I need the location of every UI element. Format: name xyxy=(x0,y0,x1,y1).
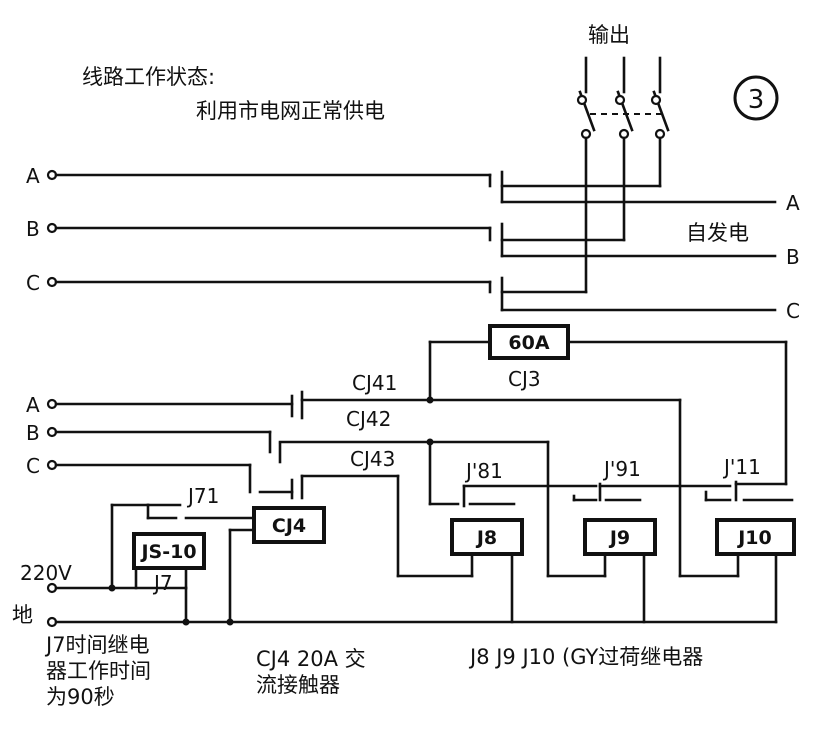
lower-lines xyxy=(46,390,740,578)
overload-contacts xyxy=(428,480,794,508)
figure-number-circle xyxy=(733,75,779,121)
supply-buses xyxy=(46,548,778,628)
supply-label: 220V xyxy=(20,561,72,585)
lower-phase-b: B xyxy=(26,421,40,445)
cj3-label: CJ3 xyxy=(508,367,541,391)
mains-phase-c: C xyxy=(26,271,40,295)
mains-lines xyxy=(46,169,777,312)
output-switch xyxy=(576,56,670,294)
j7-note-line3: 为90秒 xyxy=(46,685,115,709)
figure-number: 3 xyxy=(748,85,765,115)
cj41-label: CJ41 xyxy=(352,371,397,395)
js10-timer-box xyxy=(132,532,206,570)
cj3-coil-box xyxy=(488,324,570,360)
cj4-note-line1: CJ4 20A 交 xyxy=(256,647,366,671)
j9-relay-box xyxy=(583,518,657,556)
j81-label: J'81 xyxy=(464,459,503,483)
mains-phase-b: B xyxy=(26,217,40,241)
mains-phase-a: A xyxy=(26,164,40,188)
j10-box-label: J10 xyxy=(736,527,772,549)
j8-relay-box xyxy=(450,518,524,556)
gen-phase-a: A xyxy=(786,191,800,215)
js10-box-label: JS-10 xyxy=(139,541,196,563)
j7-label: J7 xyxy=(152,571,173,595)
j11-label: J'11 xyxy=(722,455,761,479)
cj3-circuit xyxy=(426,340,788,486)
relay-note: J8 J9 J10 (GY过荷继电器 xyxy=(468,645,703,669)
cj4-note-line2: 流接触器 xyxy=(256,673,340,697)
cj4-box-label: CJ4 xyxy=(272,515,306,537)
cj3-box-label: 60A xyxy=(508,332,549,354)
cj43-label: CJ43 xyxy=(350,447,395,471)
j91-label: J'91 xyxy=(602,457,641,481)
gen-phase-c: C xyxy=(786,299,800,323)
j7-note-line2: 器工作时间 xyxy=(46,659,151,683)
j71-label: J71 xyxy=(186,484,219,508)
cj4-coil-box xyxy=(252,506,326,544)
self-gen-label: 自发电 xyxy=(686,221,749,245)
lower-phase-a: A xyxy=(26,393,40,417)
j9-box-label: J9 xyxy=(608,527,630,549)
cj42-label: CJ42 xyxy=(346,407,391,431)
gen-phase-b: B xyxy=(786,245,800,269)
state-title: 线路工作状态: xyxy=(82,65,215,89)
ground-label: 地 xyxy=(12,603,33,627)
cj4-timer-circuit xyxy=(110,503,256,624)
j10-relay-box xyxy=(715,518,796,556)
output-label: 输出 xyxy=(588,23,630,47)
state-desc: 利用市电网正常供电 xyxy=(196,99,385,123)
j8-box-label: J8 xyxy=(475,527,497,549)
j7-note-line1: J7时间继电 xyxy=(44,633,150,657)
lower-phase-c: C xyxy=(26,454,40,478)
